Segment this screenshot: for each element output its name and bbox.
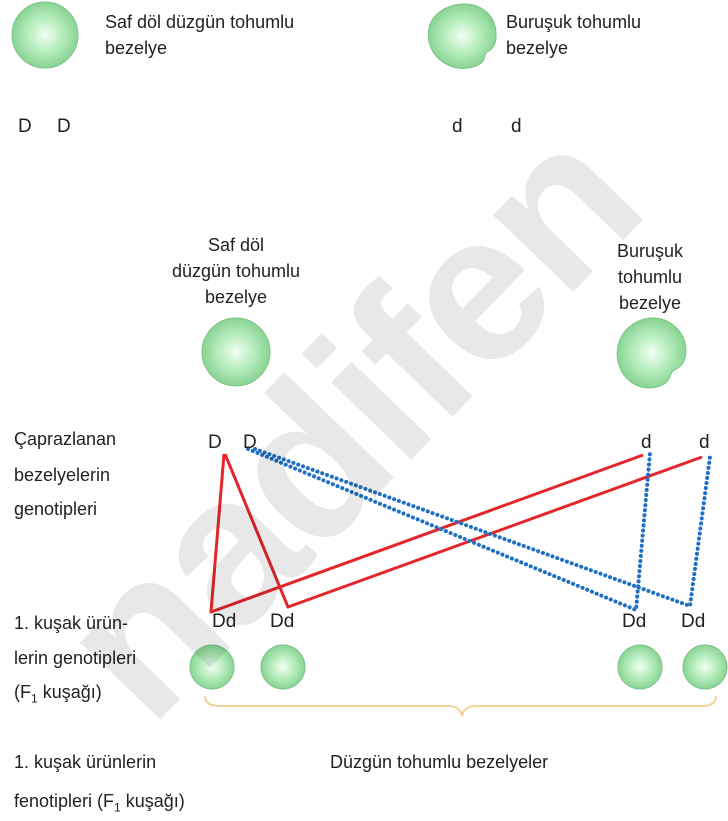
result-label: Düzgün tohumlu bezelyeler <box>330 752 549 772</box>
f1-seed-2-icon <box>260 644 306 690</box>
middle-smooth-label-line1: Saf döl <box>207 235 265 255</box>
parents-label-line2: bezelyelerin <box>14 465 111 485</box>
middle-smooth-label-line3: bezelye <box>204 287 268 307</box>
top-smooth-seed-icon <box>11 1 79 69</box>
middle-wrinkled-label-line2: tohumlu <box>617 267 683 287</box>
f1-brace <box>204 695 717 717</box>
f1-genotype-label-line1: 1. kuşak ürün- <box>14 613 129 633</box>
f1-seed-4-icon <box>682 644 728 690</box>
top-wrinkled-seed-icon <box>427 3 497 69</box>
top-wrinkled-label-line1: Buruşuk tohumlu <box>506 12 642 32</box>
phenotype-label-line2: fenotipleri (F1 kuşağı) <box>14 791 185 815</box>
top-smooth-allele-1: D <box>18 116 32 137</box>
blue-allele-lines <box>246 447 712 613</box>
offspring-genotype-1: Dd <box>212 611 237 632</box>
parent-wrinkled-allele-2: d <box>699 432 710 453</box>
f1-seed-1-icon <box>189 644 235 690</box>
phenotype-label-line1: 1. kuşak ürünlerin <box>14 752 157 772</box>
f1-genotype-label-line2: lerin genotipleri <box>14 648 137 668</box>
parent-smooth-allele-2: D <box>243 432 257 453</box>
offspring-genotype-3: Dd <box>622 611 647 632</box>
parent-wrinkled-allele-1: d <box>641 432 652 453</box>
top-smooth-label-line1: Saf döl düzgün tohumlu <box>105 12 295 32</box>
middle-smooth-label-line2: düzgün tohumlu <box>171 261 301 281</box>
top-wrinkled-allele-1: d <box>452 116 463 137</box>
middle-smooth-seed-icon <box>201 317 271 387</box>
parents-label-line1: Çaprazlanan <box>14 429 117 449</box>
offspring-genotype-2: Dd <box>270 611 295 632</box>
red-allele-lines <box>209 453 703 614</box>
parent-smooth-allele-1: D <box>208 432 222 453</box>
top-smooth-label-line2: bezelye <box>105 38 168 58</box>
top-wrinkled-allele-2: d <box>511 116 522 137</box>
middle-wrinkled-seed-icon <box>616 317 687 389</box>
middle-wrinkled-label-line3: bezelye <box>618 293 682 313</box>
f1-seed-3-icon <box>617 644 663 690</box>
middle-wrinkled-label-line1: Buruşuk <box>616 241 684 261</box>
parents-label-line3: genotipleri <box>14 499 98 519</box>
top-smooth-allele-2: D <box>57 116 71 137</box>
top-wrinkled-label-line2: bezelye <box>506 38 569 58</box>
offspring-genotype-4: Dd <box>681 611 706 632</box>
f1-genotype-label-line3: (F1 kuşağı) <box>14 682 102 706</box>
